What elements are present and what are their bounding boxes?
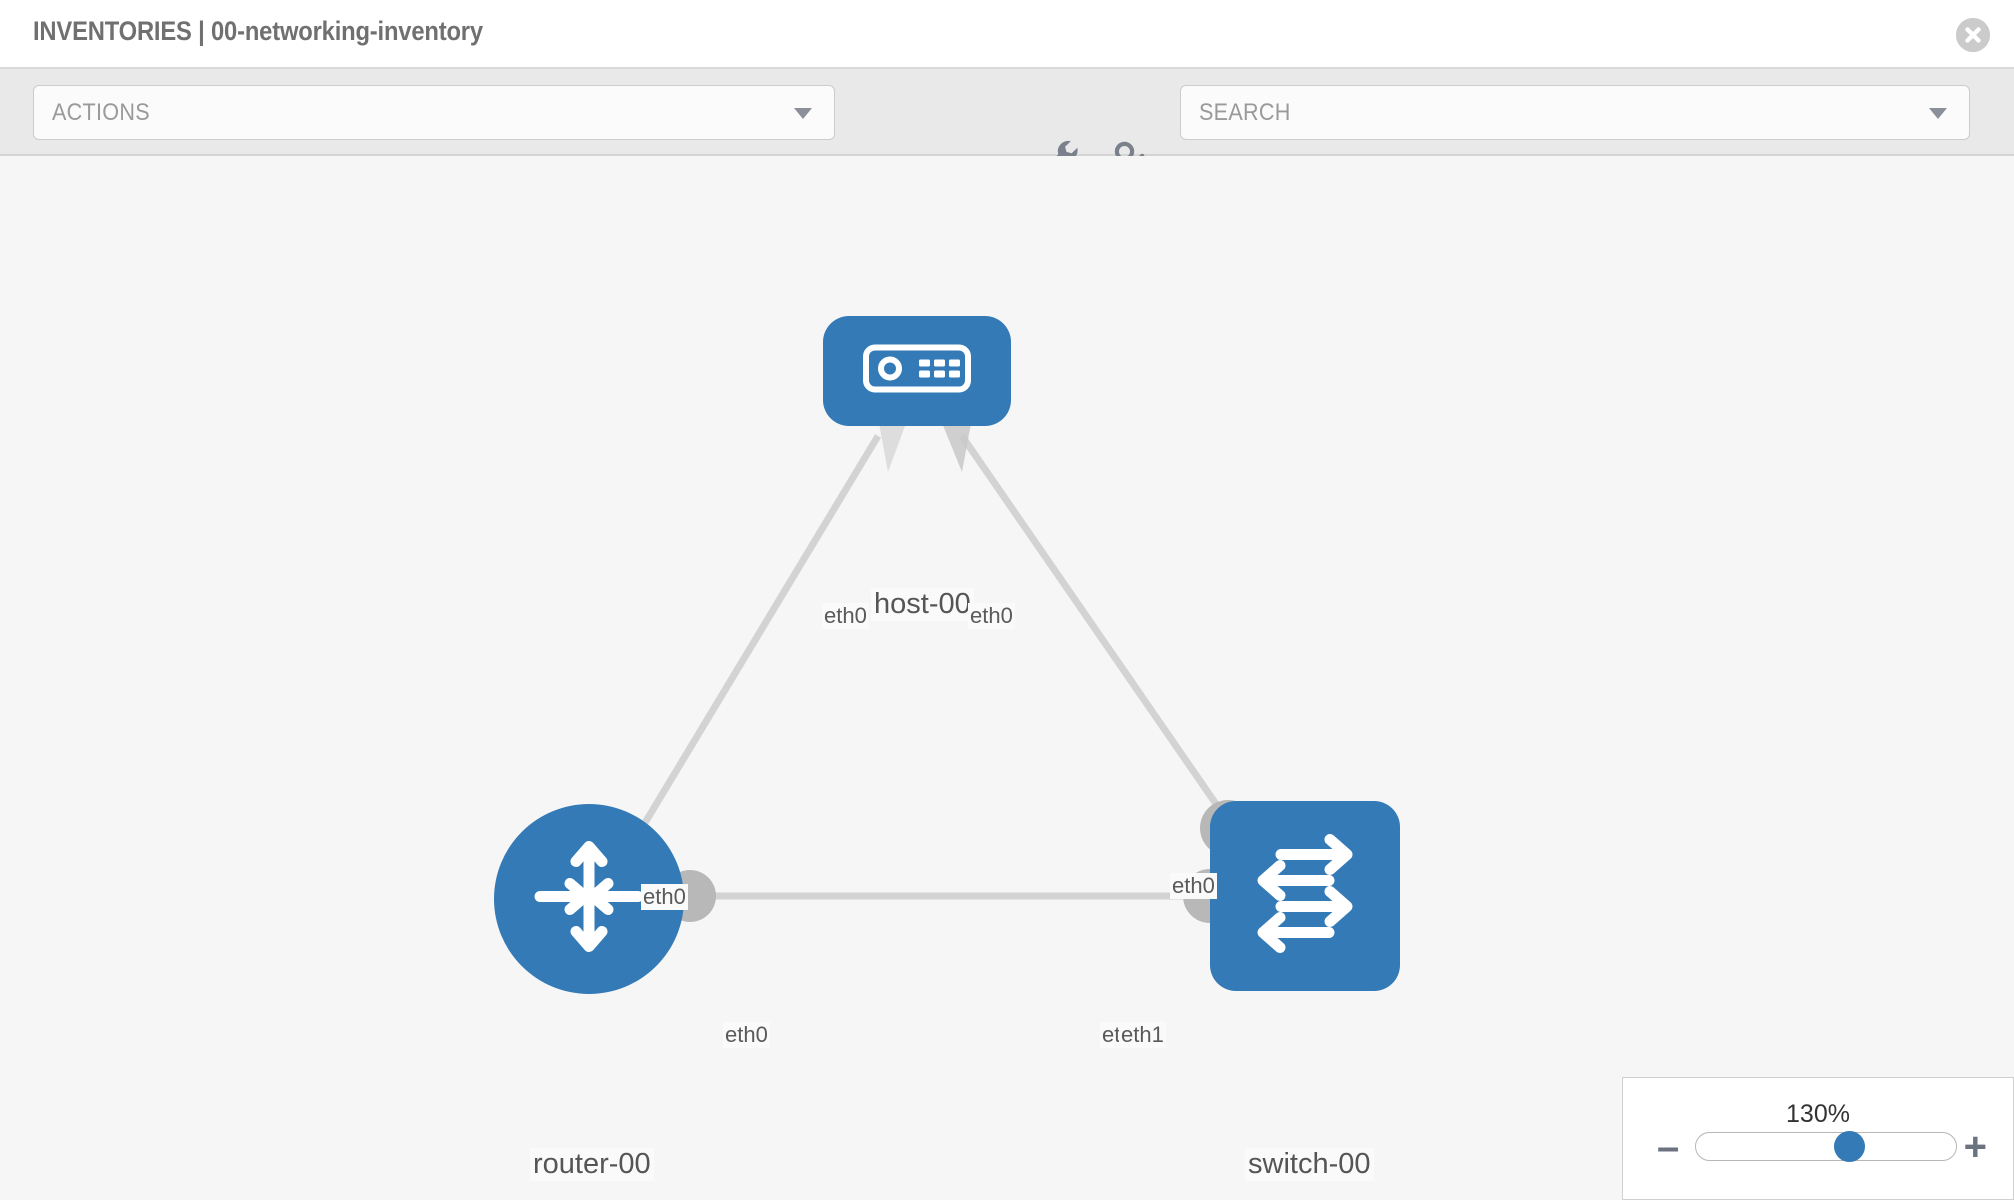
server-appliance-icon [863, 344, 971, 398]
chevron-down-icon [794, 108, 812, 119]
node-switch-00[interactable] [1210, 801, 1400, 991]
node-host-00[interactable] [823, 316, 1011, 426]
toolbar: ACTIONS SEARCH [0, 69, 2014, 174]
topology-links-layer [622, 418, 1256, 923]
search-input[interactable]: SEARCH [1180, 85, 1970, 140]
node-router-00[interactable] [494, 804, 684, 994]
link-host-switch [959, 434, 1248, 848]
search-placeholder: SEARCH [1199, 99, 1291, 126]
host-connectors [878, 418, 972, 472]
topology-canvas[interactable]: host-00 router-00 switch-00 eth0 eth0 et… [0, 156, 2014, 1200]
switch-four-arrows-icon [1241, 830, 1369, 963]
actions-dropdown-label: ACTIONS [52, 99, 150, 126]
close-icon[interactable] [1956, 18, 1990, 52]
link-host-router [622, 434, 881, 858]
zoom-level-value: 130% [1786, 1100, 1850, 1128]
chevron-down-icon[interactable] [1929, 108, 1947, 119]
page-header: INVENTORIES | 00-networking-inventory [0, 0, 2014, 69]
zoom-control-panel: 130% – + [1622, 1077, 2014, 1200]
zoom-slider-track[interactable] [1695, 1132, 1957, 1161]
actions-dropdown[interactable]: ACTIONS [33, 85, 835, 140]
router-four-arrows-icon [526, 834, 652, 965]
page-title: INVENTORIES | 00-networking-inventory [33, 16, 483, 46]
zoom-slider-thumb[interactable] [1833, 1131, 1865, 1162]
